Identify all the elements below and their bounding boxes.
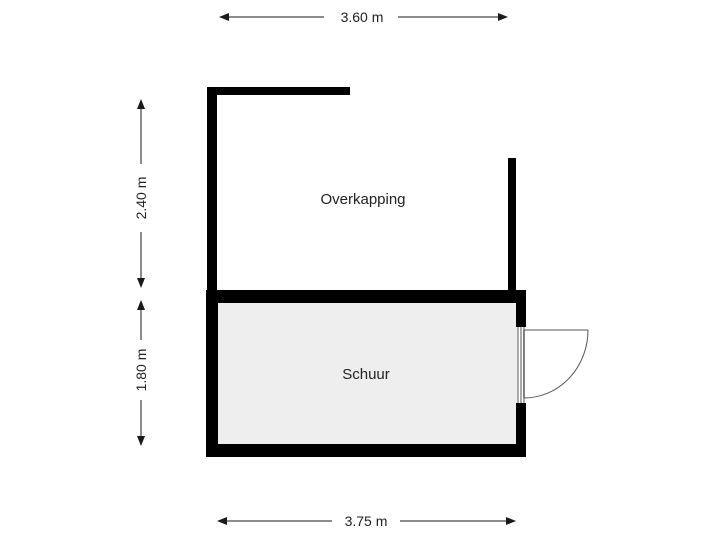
dimension-arrow-top [137,99,145,109]
dimension-arrow-left [219,13,229,21]
overkapping-top-wall [207,87,350,95]
schuur-bottom-wall [206,444,526,457]
dimension-arrow-bottom [137,278,145,288]
dimension-arrow-right [506,517,516,525]
schuur-right-wall-upper [516,290,526,327]
schuur-floor [214,298,519,449]
door-swing-arc [523,329,589,399]
room-label-overkapping: Overkapping [320,191,405,208]
dimension-label-bottom: 3.75 m [345,513,388,529]
dimension-label-left-upper: 2.40 m [133,177,149,220]
overkapping-right-wall [508,158,516,298]
room-label-schuur: Schuur [342,366,390,383]
dimension-arrow-top [137,300,145,310]
dimension-label-top: 3.60 m [341,9,384,25]
dimension-left-lower: 1.80 m [133,300,149,446]
dimension-top: 3.60 m [219,9,508,25]
overkapping-left-wall [207,87,217,297]
schuur-left-wall [206,290,218,457]
dimension-left-upper: 2.40 m [133,99,149,288]
door [517,327,589,403]
dimension-bottom: 3.75 m [217,513,516,529]
dimension-arrow-left [217,517,227,525]
schuur-right-wall-lower [516,403,526,457]
schuur-top-wall [206,290,526,303]
dimension-label-left-lower: 1.80 m [133,349,149,392]
walls [206,87,526,457]
dimension-arrow-bottom [137,436,145,446]
dimension-arrow-right [498,13,508,21]
